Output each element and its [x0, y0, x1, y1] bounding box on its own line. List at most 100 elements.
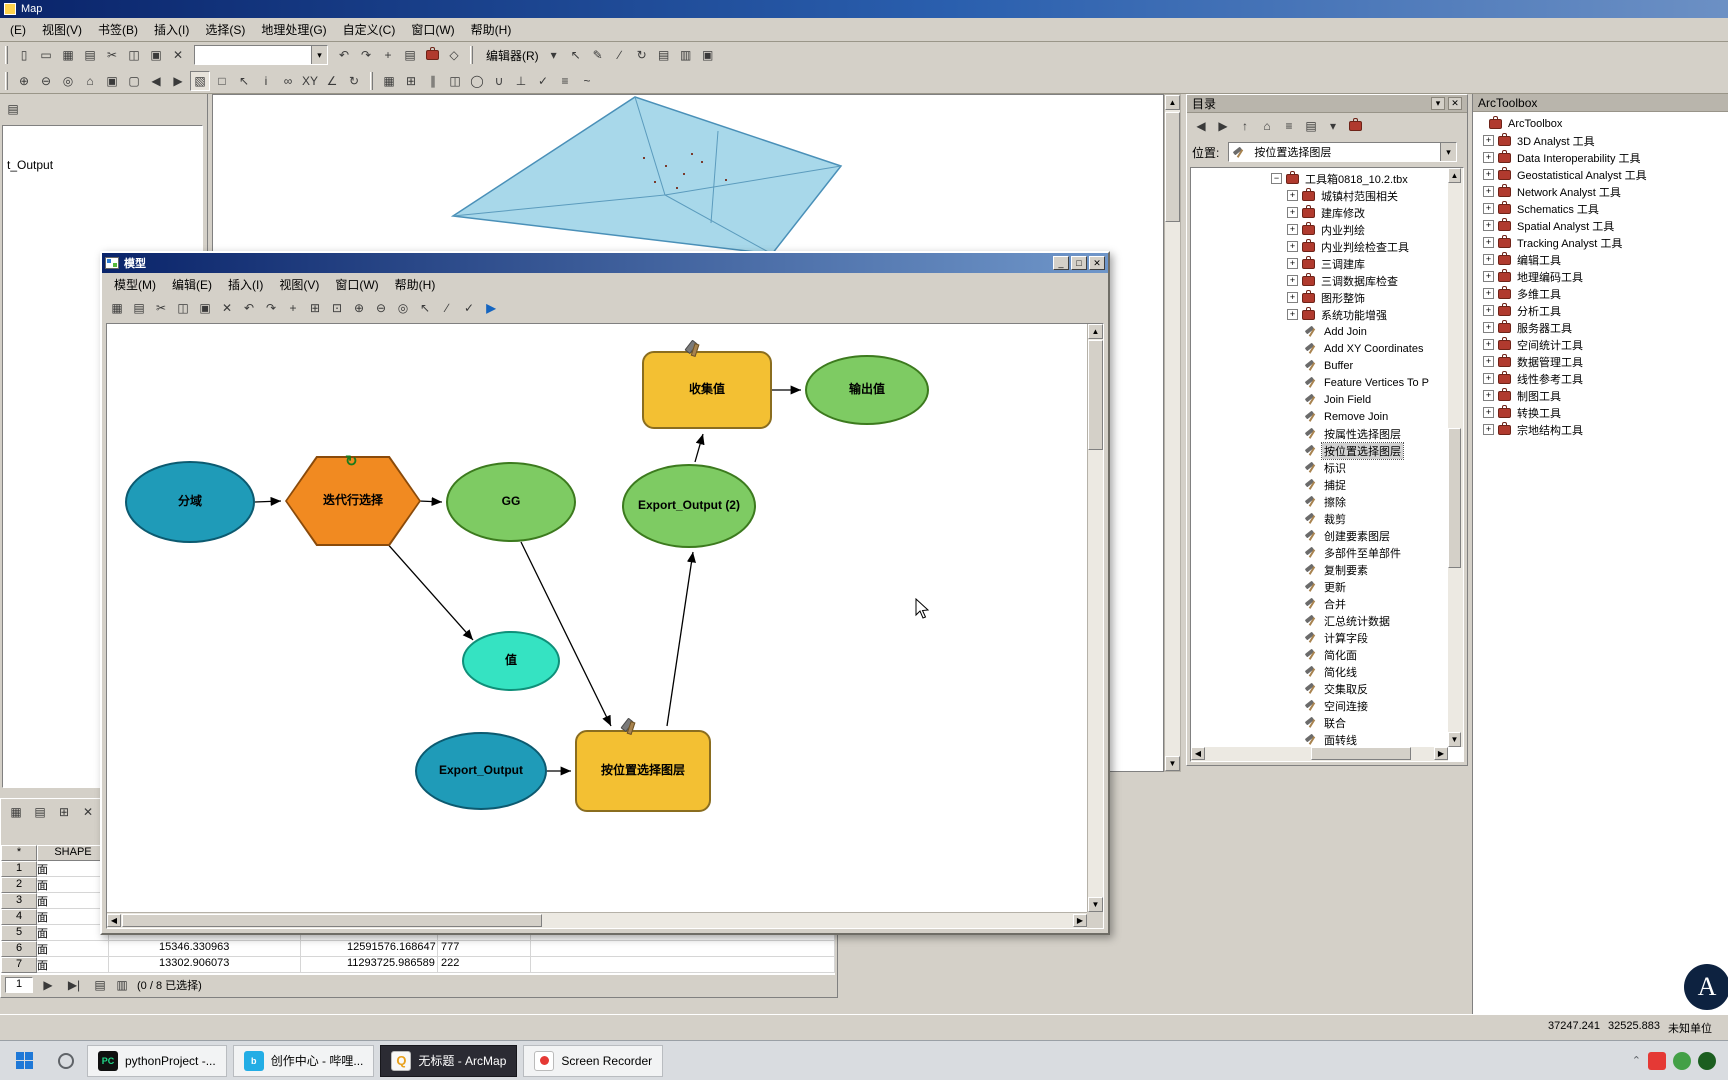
- identify-icon[interactable]: i: [264, 73, 268, 88]
- validate-model-icon[interactable]: ✓: [463, 301, 475, 315]
- switch-view-icon[interactable]: ▤: [34, 805, 46, 819]
- catalog-tree-item[interactable]: 按位置选择图层: [1191, 441, 1448, 460]
- clear-selection-icon[interactable]: □: [218, 73, 226, 88]
- catalog-tree-item[interactable]: Add XY Coordinates: [1191, 340, 1448, 357]
- arctoolbox-item[interactable]: +Tracking Analyst 工具: [1473, 234, 1728, 251]
- expand-box-icon[interactable]: +: [1287, 190, 1298, 201]
- delete-icon[interactable]: ✕: [172, 48, 184, 62]
- row-number-cell[interactable]: 1: [1, 861, 37, 877]
- catalog-tree-item[interactable]: Feature Vertices To P: [1191, 374, 1448, 391]
- next-extent-icon[interactable]: ▶: [173, 73, 183, 88]
- trace-icon[interactable]: ~: [583, 73, 591, 88]
- taskbar-item-arcmap[interactable]: Q 无标题 - ArcMap: [380, 1044, 518, 1077]
- arctoolbox-item[interactable]: +制图工具: [1473, 387, 1728, 404]
- catalog-tree-item[interactable]: 联合: [1191, 714, 1448, 731]
- add-data-icon[interactable]: +: [384, 48, 392, 62]
- expand-box-icon[interactable]: +: [1483, 203, 1494, 214]
- catalog-tree-item[interactable]: 复制要素: [1191, 561, 1448, 578]
- arctoolbox-item[interactable]: +Spatial Analyst 工具: [1473, 217, 1728, 234]
- catalog-tree-item[interactable]: 更新: [1191, 578, 1448, 595]
- scrollbar-thumb[interactable]: [1448, 428, 1461, 568]
- main-menu-item-2[interactable]: 书签(B): [98, 23, 138, 37]
- catalog-horizontal-scrollbar[interactable]: ◀ ▶: [1191, 747, 1448, 761]
- expand-box-icon[interactable]: +: [1483, 339, 1494, 350]
- add-data-icon[interactable]: +: [289, 301, 297, 315]
- delete-icon[interactable]: ✕: [221, 301, 233, 315]
- catalog-tree-item[interactable]: Add Join: [1191, 323, 1448, 340]
- arctoolbox-root[interactable]: ArcToolbox: [1473, 115, 1728, 132]
- copy-icon[interactable]: ◫: [128, 48, 140, 62]
- sketch-tool-icon[interactable]: ✎: [592, 48, 603, 62]
- expand-box-icon[interactable]: +: [1483, 356, 1494, 367]
- preview-icon[interactable]: ▤: [1305, 119, 1317, 133]
- create-features-icon[interactable]: ▣: [702, 48, 714, 62]
- redo-icon[interactable]: ↷: [265, 301, 277, 315]
- topology-icon[interactable]: ⊥: [515, 73, 527, 88]
- reshape-icon[interactable]: ⊞: [405, 73, 417, 88]
- model-node-gg[interactable]: GG: [446, 462, 576, 542]
- save-icon[interactable]: ▦: [62, 48, 74, 62]
- catalog-window-icon[interactable]: ▤: [404, 48, 416, 62]
- row-number-cell[interactable]: 5: [1, 925, 37, 941]
- minimize-icon[interactable]: _: [1053, 256, 1069, 270]
- catalog-tree-item[interactable]: Remove Join: [1191, 408, 1448, 425]
- row-number-cell[interactable]: 4: [1, 909, 37, 925]
- tray-icon-green[interactable]: [1673, 1051, 1691, 1070]
- toolbar-grip[interactable]: [470, 46, 473, 64]
- toolbar-grip[interactable]: [5, 46, 8, 64]
- main-menu-item-5[interactable]: 地理处理(G): [261, 23, 327, 37]
- toolbar-grip[interactable]: [370, 71, 373, 90]
- column-header[interactable]: *: [1, 845, 37, 861]
- zoom-out-icon[interactable]: ⊖: [40, 73, 52, 88]
- scroll-down-icon[interactable]: ▼: [1448, 732, 1461, 747]
- catalog-tree-item[interactable]: 空间连接: [1191, 697, 1448, 714]
- row-number-cell[interactable]: 2: [1, 877, 37, 893]
- model-menu-item-2[interactable]: 插入(I): [228, 277, 264, 292]
- pan-icon[interactable]: ◎: [62, 73, 74, 88]
- expand-box-icon[interactable]: +: [1483, 152, 1494, 163]
- scroll-up-icon[interactable]: ▲: [1088, 324, 1103, 339]
- tray-icon-green-2[interactable]: [1698, 1051, 1716, 1070]
- catalog-tree-item[interactable]: 按属性选择图层: [1191, 425, 1448, 442]
- taskbar-item-screen-recorder[interactable]: Screen Recorder: [523, 1044, 664, 1077]
- close-icon[interactable]: ✕: [82, 805, 94, 819]
- model-node-iterate-row-selection[interactable]: 迭代行选择: [285, 456, 421, 546]
- catalog-tree-item[interactable]: Join Field: [1191, 391, 1448, 408]
- model-vertical-scrollbar[interactable]: ▲ ▼: [1087, 324, 1103, 912]
- arctoolbox-item[interactable]: +Schematics 工具: [1473, 200, 1728, 217]
- previous-extent-icon[interactable]: ◀: [151, 73, 161, 88]
- close-icon[interactable]: ✕: [1448, 97, 1462, 110]
- attributes-icon[interactable]: ▤: [658, 48, 670, 62]
- model-builder-icon[interactable]: ◇: [449, 48, 459, 62]
- catalog-tree-item[interactable]: 捕捉: [1191, 476, 1448, 493]
- start-button[interactable]: [0, 1041, 48, 1080]
- catalog-tree-item[interactable]: 合并: [1191, 595, 1448, 612]
- select-features-icon[interactable]: ▧: [190, 70, 210, 91]
- tray-icon-red[interactable]: [1648, 1051, 1666, 1070]
- row-number-cell[interactable]: 6: [1, 941, 37, 957]
- split-tool-icon[interactable]: ∕: [618, 48, 621, 62]
- arctoolbox-titlebar[interactable]: ArcToolbox: [1473, 94, 1728, 112]
- taskbar-item-bilibili[interactable]: b 创作中心 - 哔哩...: [232, 1044, 375, 1077]
- zoom-in-icon[interactable]: ⊕: [353, 301, 365, 315]
- connect-icon[interactable]: ∕: [445, 301, 448, 315]
- catalog-tree-item[interactable]: 汇总统计数据: [1191, 612, 1448, 629]
- expand-box-icon[interactable]: +: [1483, 390, 1494, 401]
- catalog-tree-item[interactable]: +内业判绘: [1191, 221, 1448, 238]
- edit-vertices-icon[interactable]: ▦: [383, 73, 395, 88]
- expand-box-icon[interactable]: +: [1483, 135, 1494, 146]
- arctoolbox-item[interactable]: +线性参考工具: [1473, 370, 1728, 387]
- model-horizontal-scrollbar[interactable]: ◀ ▶: [107, 912, 1087, 928]
- model-menu-item-3[interactable]: 视图(V): [279, 277, 320, 292]
- toc-list-icon[interactable]: ▤: [7, 102, 19, 116]
- arctoolbox-item[interactable]: +宗地结构工具: [1473, 421, 1728, 438]
- main-menu-item-6[interactable]: 自定义(C): [342, 23, 396, 37]
- expand-box-icon[interactable]: +: [1287, 292, 1298, 303]
- arctoolbox-item[interactable]: +服务器工具: [1473, 319, 1728, 336]
- fit-to-window-icon[interactable]: ⊡: [331, 301, 343, 315]
- model-menu-item-0[interactable]: 模型(M): [114, 277, 156, 292]
- last-record-icon[interactable]: ▶|: [67, 978, 81, 992]
- catalog-tree-item[interactable]: +建库修改: [1191, 204, 1448, 221]
